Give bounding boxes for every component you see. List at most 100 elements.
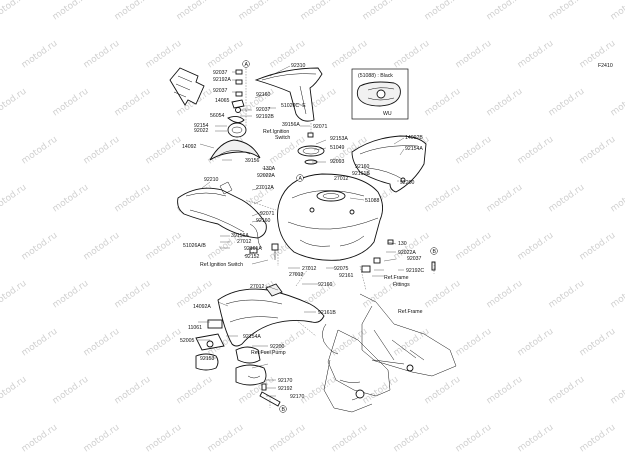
label-14092b: 14092B	[405, 135, 423, 141]
svg-text:A: A	[245, 62, 249, 68]
watermark-text: motod.ru	[361, 375, 401, 407]
label-92153: 92153	[200, 356, 215, 362]
color-inset: (51088) : Black WU	[351, 68, 409, 120]
label-27012-c: 27012	[237, 239, 252, 245]
watermark-text: motod.ru	[516, 327, 556, 359]
label-130-b: 130	[398, 241, 407, 247]
label-92192: 92192	[278, 386, 293, 392]
front-arrow-icon	[169, 67, 205, 106]
watermark-text: motod.ru	[175, 375, 215, 407]
watermark-text: motod.ru	[144, 231, 184, 263]
watermark-text: motod.ru	[423, 0, 463, 22]
watermark-text: motod.ru	[547, 87, 587, 119]
watermark-text: motod.ru	[0, 87, 28, 119]
watermark-text: motod.ru	[113, 0, 153, 22]
watermark-text: motod.ru	[299, 0, 339, 22]
label-51088: 51088	[365, 198, 380, 204]
watermark-text: motod.ru	[485, 0, 525, 22]
label-92192a: 92192A	[213, 77, 231, 83]
label-92037-b: 92037	[213, 88, 228, 94]
svg-text:B: B	[282, 407, 286, 413]
diagram-code: F2410	[598, 63, 613, 69]
label-39156: 39156	[245, 158, 260, 164]
label-92192c: 92192C	[406, 268, 424, 274]
watermark-text: motod.ru	[0, 279, 28, 311]
label-ref-frame-2: Ref.Frame	[398, 309, 423, 315]
watermark-text: motod.ru	[0, 183, 28, 215]
watermark-text: motod.ru	[423, 183, 463, 215]
label-27012-e: 27012	[289, 272, 304, 278]
watermark-text: motod.ru	[485, 375, 525, 407]
label-fittings: Fittings	[393, 282, 410, 288]
label-92161b-2: 92161B	[318, 310, 336, 316]
label-27012-b: 27012	[334, 176, 349, 182]
label-ref-ignition-switch-2: Ref.Ignition Switch	[200, 262, 243, 268]
label-92154: 92154	[194, 123, 209, 129]
label-92022: 92022	[194, 128, 209, 134]
watermark-text: motod.ru	[392, 423, 432, 455]
callout-b-bottom: B	[279, 405, 287, 413]
tank-fittings-left	[249, 223, 279, 260]
watermark-text: motod.ru	[485, 87, 525, 119]
ignition-cover-part	[209, 122, 261, 161]
label-92153a: 92153A	[330, 136, 348, 142]
reference-lines	[245, 68, 435, 408]
watermark-text: motod.ru	[51, 183, 91, 215]
watermark-text: motod.ru	[51, 279, 91, 311]
svg-text:A: A	[299, 176, 303, 182]
watermark-text: motod.ru	[609, 0, 625, 22]
label-27012a: 27012A	[256, 185, 274, 191]
watermark-text: motod.ru	[392, 327, 432, 359]
watermark-text: motod.ru	[578, 327, 618, 359]
watermark-text: motod.ru	[423, 279, 463, 311]
frame-part	[322, 293, 457, 413]
watermark-text: motod.ru	[82, 423, 122, 455]
watermark-text: motod.ru	[485, 279, 525, 311]
label-92037-d: 92037	[407, 256, 422, 262]
watermark-text: motod.ru	[454, 423, 494, 455]
watermark-text: motod.ru	[0, 0, 28, 22]
label-92160-a: 92160	[256, 92, 271, 98]
label-130a: 130A	[263, 166, 276, 172]
watermark-text: motod.ru	[113, 183, 153, 215]
label-92170-b: 92170	[290, 394, 305, 400]
leader-lines	[198, 65, 405, 397]
watermark-text: motod.ru	[82, 135, 122, 167]
watermark-text: motod.ru	[82, 231, 122, 263]
watermark-text: motod.ru	[268, 423, 308, 455]
inset-subtitle: WU	[383, 111, 392, 117]
watermark-text: motod.ru	[0, 375, 28, 407]
label-92152: 92152	[245, 254, 260, 260]
upper-cover-part	[254, 67, 323, 122]
label-92160-c: 92160	[256, 218, 271, 224]
watermark-text: motod.ru	[330, 327, 370, 359]
watermark-text: motod.ru	[578, 231, 618, 263]
label-92210: 92210	[204, 177, 219, 183]
label-92192b: 92192B	[256, 114, 274, 120]
label-switch-1: Switch	[275, 135, 290, 141]
watermark-text: motod.ru	[20, 39, 60, 71]
watermark-text: motod.ru	[51, 87, 91, 119]
label-92161: 92161	[339, 273, 354, 279]
watermark-text: motod.ru	[609, 183, 625, 215]
watermark-text: motod.ru	[20, 327, 60, 359]
label-51026ab: 51026A/B	[183, 243, 206, 249]
watermark-text: motod.ru	[547, 0, 587, 22]
watermark-text: motod.ru	[299, 375, 339, 407]
part-labels: 92310 92037 92192A 92037 14065 92160 510…	[180, 63, 424, 400]
label-92161a: 92161A	[244, 246, 262, 252]
watermark-text: motod.ru	[20, 135, 60, 167]
watermark-text: motod.ru	[20, 423, 60, 455]
label-92200-b: 92200	[270, 344, 285, 350]
lower-left-cover-part	[217, 283, 325, 347]
callout-a-mid: A	[296, 174, 304, 182]
watermark-text: motod.ru	[516, 231, 556, 263]
label-11061: 11061	[188, 325, 202, 331]
watermark-text: motod.ru	[144, 39, 184, 71]
fuel-cap-part	[297, 132, 325, 165]
watermark-text: motod.ru	[454, 231, 494, 263]
watermark-text: motod.ru	[113, 279, 153, 311]
label-92160-b: 92160	[355, 164, 370, 170]
label-27012-f: 27012	[250, 284, 265, 290]
